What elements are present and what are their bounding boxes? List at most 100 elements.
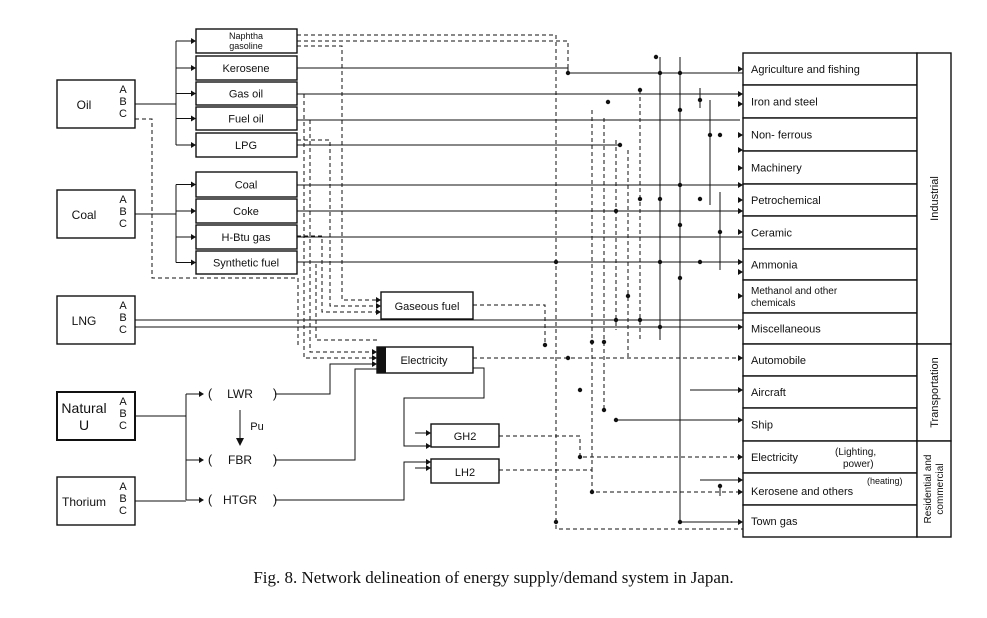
junction-dot [637,196,643,202]
junction-dot [717,132,723,138]
arrow-head [738,477,743,483]
arrow-head [376,297,381,303]
product-label: Coke [233,206,259,218]
junction-dot [657,259,663,265]
gaseous-fuel-label: Gaseous fuel [395,301,460,313]
gaseous-fuel-box [380,291,474,320]
arrow-head [191,181,196,188]
arrow-head [738,147,743,153]
demand-row-town-gas [742,504,918,538]
arrow-head [738,259,743,265]
demand-label: Ceramic [751,228,792,240]
abc-label: C [119,324,127,336]
arrow-head [738,91,743,97]
abc-label: B [119,408,126,420]
arrow-head [426,443,431,449]
source-box-thorium [56,476,136,526]
abc-label: B [119,493,126,505]
junction-dot [577,454,583,460]
demand-label: Town gas [751,516,798,528]
arrow-head [376,309,381,315]
sector-label: Transportation [929,357,941,428]
junction-dot [697,196,703,202]
abc-label: C [119,505,127,517]
arrow-head [191,38,196,44]
arrow-head [199,497,204,503]
reactor-paren: ) [273,452,277,467]
abc-label: A [119,84,127,96]
oil-product-gas-oil [195,81,298,106]
demand-label: chemicals [751,298,795,309]
product-label: Gas oil [229,89,263,101]
junction-dot [625,293,631,299]
arrow-head [738,355,743,361]
junction-dot [657,324,663,330]
diagram-nodes: OilABCCoalABCLNGABCNaturalUABCThoriumABC… [56,28,952,538]
reactor-lwr: LWR [227,387,253,401]
junction-dot [589,489,595,495]
source-box-natural-u [56,391,136,441]
demand-label: Non- ferrous [751,130,813,142]
junction-dot [637,87,643,93]
reactor-paren: ( [208,386,213,401]
junction-dot [657,70,663,76]
source-box-lng [56,295,136,345]
demand-row-ceramic [742,215,918,250]
junction-dot [677,275,683,281]
abc-label: C [119,420,127,432]
junction-dot [657,196,663,202]
junction-dot [677,222,683,228]
arrow-head [426,430,431,436]
junction-dot [577,387,583,393]
demand-label: Iron and steel [751,97,818,109]
junction-dot [677,70,683,76]
figure-caption: Fig. 8. Network delineation of energy su… [253,568,734,587]
product-label: gasoline [229,41,263,51]
sector-industrial [916,52,952,345]
arrow-head [191,142,196,148]
htgr-to-h2 [275,461,431,501]
source-box-oil [56,79,136,129]
demand-label: Kerosene and others [751,486,854,498]
source-label: Oil [77,98,92,112]
demand-label: (heating) [867,476,903,486]
oil-product-naphtha-gasoline [195,28,298,54]
arrow-head [738,165,743,171]
source-label: Coal [72,208,97,222]
electricity-feed-dashed [309,120,377,353]
junction-dot [707,132,713,138]
arrow-head [191,259,196,266]
arrow-head [372,355,377,361]
sector-label-group: Industrial [929,176,941,221]
fbr-to-electricity [275,368,377,461]
demand-row-agriculture-and-fishing [742,52,918,86]
demand-label: Electricity [751,452,799,464]
demand-row-methanol-and-other-chemicals [742,279,918,314]
electricity-bus-bar [377,347,386,373]
arrow-head [199,391,204,397]
coal-product-synthetic-fuel [195,250,298,275]
arrow-head [199,457,204,463]
electricity-label: Electricity [400,355,448,367]
product-label: Coal [235,180,258,192]
junction-dot [697,97,703,103]
abc-label: B [119,312,126,324]
reactor-paren: ) [273,386,277,401]
demand-row-automobile [742,343,918,377]
demand-row-kerosene-and-others-heating [742,472,918,506]
arrow-head [738,489,743,495]
abc-label: C [119,218,127,230]
oil-product-lpg [195,132,298,158]
junction-dot [601,339,607,345]
oil-c-dashed-line [135,118,299,345]
gh2-out [499,435,743,458]
demand-label: Automobile [751,355,806,367]
junction-dot [677,519,683,525]
sector-label: Industrial [929,176,941,221]
electricity-to-gh2 [403,367,485,447]
demand-row-iron-and-steel [742,84,918,119]
arrow-head [738,101,743,107]
arrow-head [376,303,381,309]
demand-row-machinery [742,150,918,185]
